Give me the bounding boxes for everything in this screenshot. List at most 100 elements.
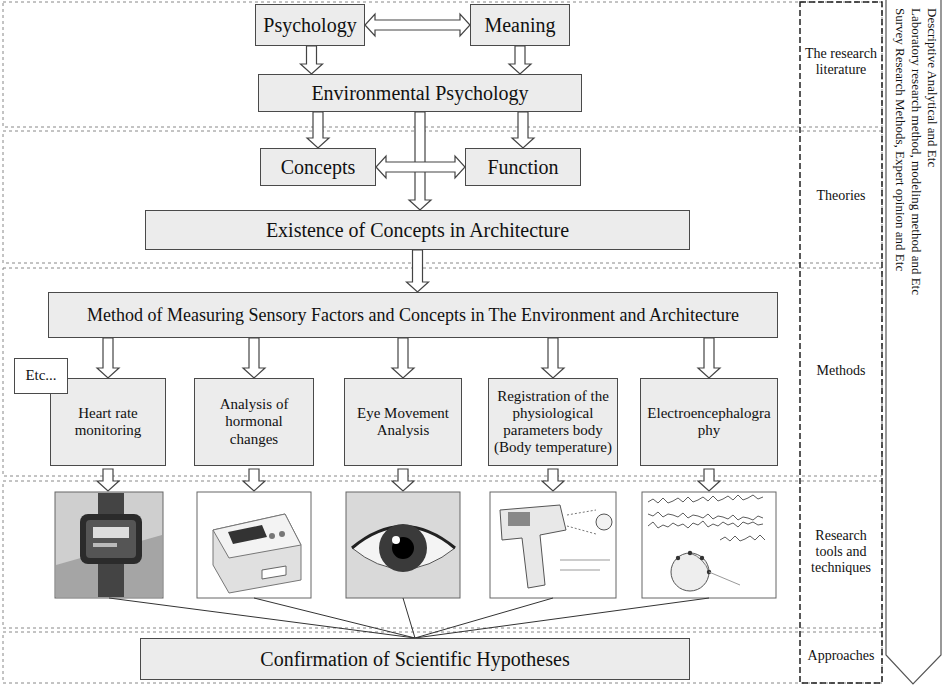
- head-outline: [671, 553, 709, 591]
- connector-line: [254, 598, 415, 638]
- block-arrow: [243, 338, 265, 378]
- side-note: Survey Research Methods, Expert opinion …: [893, 8, 908, 271]
- watch-band: [98, 562, 124, 597]
- band-frame: [3, 2, 882, 127]
- iris: [379, 524, 427, 572]
- watch-display: [93, 543, 117, 547]
- process-box: Existence of Concepts in Architecture: [145, 210, 690, 250]
- pupil: [392, 537, 414, 559]
- device-top: [213, 514, 301, 558]
- block-arrow: [376, 156, 465, 178]
- concept-box: Psychology: [255, 4, 365, 46]
- connector-line: [109, 598, 415, 638]
- method-box: Analysis of hormonal changes: [194, 378, 314, 466]
- process-box: Environmental Psychology: [258, 74, 582, 112]
- node-text: Heart rate monitoring: [56, 405, 160, 440]
- tool-arrows: [97, 469, 720, 491]
- node-text: Analysis of hormonal changes: [200, 396, 308, 448]
- method-box: Electroencephalogra phy: [640, 378, 778, 466]
- node-text: Etc...: [20, 367, 62, 384]
- electrode: [676, 556, 680, 560]
- block-arrow: [409, 112, 431, 210]
- row-label: Approaches: [803, 648, 879, 664]
- concept-box: Concepts: [260, 148, 376, 186]
- device-button: [279, 531, 285, 537]
- electrode-cap: [690, 553, 709, 572]
- photo-frame: [642, 492, 776, 598]
- band-frame: [3, 2, 882, 683]
- eeg-wave: [648, 521, 763, 528]
- row-label: Theories: [803, 188, 879, 204]
- connector-line: [415, 598, 553, 638]
- eeg-wave: [648, 512, 763, 520]
- watch-face: [86, 520, 136, 558]
- block-arrow: [512, 112, 534, 148]
- note-box: Etc...: [14, 358, 68, 394]
- beam-line: [567, 510, 596, 515]
- node-text: Electroencephalogra phy: [646, 405, 772, 440]
- block-arrow: [542, 338, 564, 378]
- band-frame: [3, 632, 882, 683]
- eeg-wave: [720, 535, 765, 541]
- wrist: [56, 535, 162, 597]
- watch-display: [93, 527, 129, 538]
- node-text: Existence of Concepts in Architecture: [151, 219, 684, 242]
- photo-frame: [197, 492, 311, 598]
- node-text: Meaning: [476, 14, 564, 37]
- watch-body: [80, 514, 142, 564]
- node-text: Psychology: [261, 14, 359, 37]
- hormone-analyzer-photo: [197, 492, 311, 598]
- label-column: [800, 2, 882, 683]
- node-text: Eye Movement Analysis: [350, 405, 456, 440]
- row-label: The research literature: [803, 46, 879, 78]
- block-arrow: [509, 46, 531, 74]
- node-text: Environmental Psychology: [264, 82, 576, 105]
- block-arrow: [243, 469, 265, 491]
- side-note: Laboratory research method, modeling met…: [909, 8, 924, 295]
- eye-photo: [346, 492, 460, 598]
- eeg-waves: [648, 495, 765, 541]
- watch-band: [98, 493, 124, 517]
- eye-highlight: [392, 536, 400, 544]
- side-note: Descriptive Analytical and Etc: [925, 8, 940, 167]
- block-arrow: [542, 469, 564, 491]
- row-label: Research tools and techniques: [803, 528, 879, 576]
- row-label: Methods: [803, 363, 879, 379]
- node-text: Function: [471, 156, 575, 179]
- node-text: Method of Measuring Sensory Factors and …: [54, 305, 772, 326]
- block-arrow: [301, 46, 323, 74]
- method-box: Eye Movement Analysis: [344, 378, 462, 466]
- block-arrow: [407, 250, 429, 292]
- beam-line: [567, 526, 596, 534]
- band-frame: [3, 131, 882, 263]
- device-body: [213, 514, 301, 593]
- diagram-line: [560, 570, 600, 571]
- connector-line: [403, 598, 415, 638]
- converging-lines: [109, 598, 709, 638]
- block-arrow: [698, 338, 720, 378]
- band-frame: [3, 481, 882, 628]
- diagram-line: [709, 572, 740, 585]
- electrode: [688, 551, 692, 555]
- diagram-line: [560, 560, 610, 561]
- block-arrow: [698, 469, 720, 491]
- thermometer-photo: [490, 492, 616, 598]
- block-arrow: [392, 338, 414, 378]
- block-arrow: [392, 469, 414, 491]
- device-button: [269, 533, 275, 539]
- node-text: Confirmation of Scientific Hypotheses: [146, 648, 684, 671]
- photo-frame: [346, 492, 460, 598]
- process-box: Method of Measuring Sensory Factors and …: [48, 292, 778, 338]
- head-sketch: [596, 514, 612, 530]
- process-box: Confirmation of Scientific Hypotheses: [140, 638, 690, 680]
- node-text: Concepts: [266, 156, 370, 179]
- photo-frame: [490, 492, 616, 598]
- band-frame: [3, 268, 882, 476]
- node-text: Registration of the physiological parame…: [494, 388, 612, 457]
- smartwatch-photo: [55, 492, 163, 598]
- eeg-photo: [642, 492, 776, 598]
- photo-frame: [55, 492, 163, 598]
- method-box: Registration of the physiological parame…: [488, 378, 618, 466]
- eeg-wave: [648, 495, 763, 503]
- block-arrow: [307, 112, 329, 148]
